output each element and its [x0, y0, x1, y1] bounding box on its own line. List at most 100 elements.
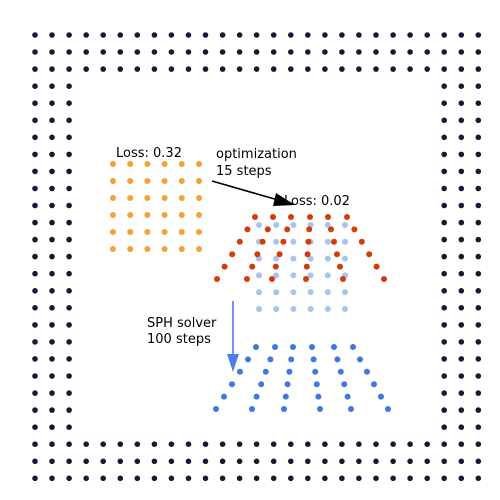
- boundary-particle: [100, 475, 106, 482]
- boundary-particle: [66, 475, 72, 482]
- boundary-particle: [117, 475, 124, 482]
- optimized-particle: [344, 214, 350, 220]
- ghost-particle: [290, 289, 297, 296]
- boundary-particle: [32, 151, 38, 158]
- optimized-particle: [351, 226, 358, 233]
- boundary-particle: [441, 441, 448, 448]
- boundary-particle: [32, 32, 38, 38]
- initial-particle: [110, 229, 116, 235]
- boundary-particle: [100, 49, 106, 55]
- ghost-particle: [342, 222, 348, 228]
- simulated-particle: [229, 381, 235, 388]
- initial-particle: [196, 212, 202, 218]
- boundary-particle: [185, 475, 192, 482]
- boundary-particle: [151, 458, 158, 465]
- boundary-particle: [66, 305, 72, 311]
- boundary-particle: [83, 458, 89, 465]
- boundary-particles: [32, 32, 482, 482]
- initial-particle: [144, 246, 151, 252]
- boundary-particle: [236, 441, 243, 448]
- boundary-particle: [219, 441, 226, 448]
- simulated-particle: [350, 344, 356, 350]
- ghost-particle: [273, 238, 280, 245]
- boundary-particle: [100, 66, 106, 72]
- boundary-particle: [441, 253, 448, 260]
- boundary-particle: [322, 66, 328, 72]
- boundary-particle: [117, 441, 124, 448]
- boundary-particle: [458, 100, 465, 106]
- boundary-particle: [134, 458, 141, 465]
- boundary-particle: [475, 100, 482, 106]
- boundary-particle: [185, 66, 192, 72]
- boundary-particle: [441, 288, 448, 294]
- simulated-particle: [258, 381, 265, 388]
- boundary-particle: [168, 441, 175, 448]
- simulated-particle: [213, 406, 219, 412]
- target-ghost-particles: [256, 222, 348, 312]
- boundary-particle: [322, 441, 328, 448]
- boundary-particle: [117, 66, 124, 72]
- initial-particle: [178, 246, 185, 252]
- boundary-particle: [475, 168, 482, 175]
- boundary-particle: [373, 475, 379, 482]
- boundary-particle: [49, 202, 55, 209]
- boundary-particle: [236, 66, 243, 72]
- boundary-particle: [458, 356, 465, 362]
- boundary-particle: [49, 253, 55, 260]
- boundary-particle: [322, 49, 328, 55]
- boundary-particle: [458, 236, 465, 243]
- optimized-particle: [244, 276, 250, 282]
- initial-particle: [196, 246, 202, 252]
- simulated-particle: [331, 344, 337, 350]
- boundary-particle: [458, 305, 465, 311]
- boundary-particle: [288, 49, 294, 55]
- boundary-particle: [475, 66, 482, 72]
- boundary-particle: [49, 49, 55, 55]
- boundary-particle: [339, 441, 345, 448]
- boundary-particle: [253, 32, 260, 38]
- simulated-particle: [378, 393, 384, 400]
- boundary-particle: [151, 32, 158, 38]
- initial-particle: [127, 161, 134, 167]
- initial-particle: [196, 195, 202, 201]
- boundary-particle: [458, 270, 465, 277]
- boundary-particle: [390, 49, 396, 55]
- optimized-particle: [305, 238, 312, 245]
- boundary-particle: [66, 117, 72, 124]
- boundary-particle: [66, 49, 72, 55]
- optimized-particle: [270, 214, 276, 220]
- boundary-particle: [407, 458, 413, 465]
- initial-particle: [127, 178, 134, 184]
- boundary-particle: [202, 66, 209, 72]
- boundary-particle: [236, 49, 243, 55]
- boundary-particle: [66, 390, 72, 396]
- boundary-particle: [322, 458, 328, 465]
- boundary-particle: [219, 475, 226, 482]
- boundary-particle: [49, 66, 55, 72]
- boundary-particle: [441, 83, 448, 89]
- boundary-particle: [66, 407, 72, 413]
- optimized-particle: [373, 263, 380, 270]
- ghost-particle: [342, 289, 348, 296]
- boundary-particle: [390, 66, 396, 72]
- boundary-particle: [32, 288, 38, 294]
- boundary-particle: [441, 339, 448, 345]
- boundary-particle: [32, 390, 38, 396]
- initial-particle: [178, 229, 185, 235]
- ghost-particle: [324, 306, 331, 312]
- boundary-particle: [441, 66, 448, 72]
- boundary-particle: [441, 322, 448, 328]
- boundary-particle: [458, 49, 465, 55]
- boundary-particle: [441, 305, 448, 311]
- boundary-particle: [458, 168, 465, 175]
- boundary-particle: [202, 32, 209, 38]
- boundary-particle: [66, 219, 72, 226]
- initial-particle: [196, 161, 202, 167]
- boundary-particle: [49, 117, 55, 124]
- boundary-particle: [219, 458, 226, 465]
- arrow-down-icon: [227, 301, 239, 372]
- boundary-particle: [253, 441, 260, 448]
- optimization-label-line1: optimization: [216, 147, 297, 162]
- simulated-particle: [312, 368, 319, 375]
- boundary-particle: [49, 270, 55, 277]
